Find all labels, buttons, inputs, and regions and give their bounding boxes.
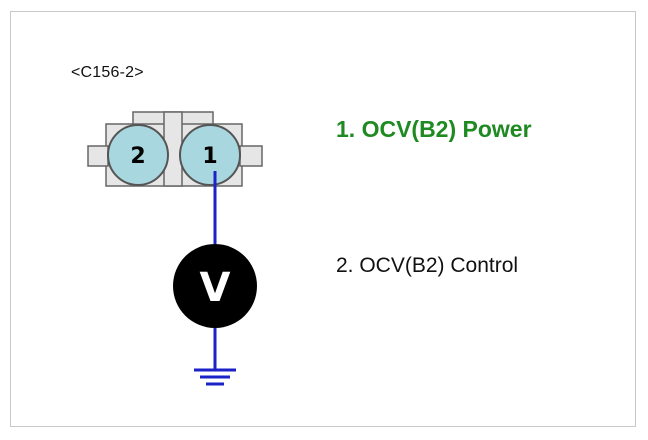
voltmeter-body [173,244,257,328]
connector-left-tab [87,145,109,167]
connector-id-label: <C156-2> [71,64,144,81]
voltmeter-icon: V [173,244,257,328]
ground-icon [194,368,236,386]
pin-1: 1 [179,124,241,186]
diagram-frame [10,11,636,427]
pin-2-description: 2. OCV(B2) Control [336,254,519,277]
pin-1-number: 1 [202,144,217,169]
connector-right-tab [239,145,263,167]
pin-2-circle [107,124,169,186]
pin-1-description: 1. OCV(B2) Power [336,116,532,142]
pin-2: 2 [107,124,169,186]
voltmeter-symbol: V [200,265,231,311]
pin-2-number: 2 [130,144,145,169]
pin-1-circle [179,124,241,186]
